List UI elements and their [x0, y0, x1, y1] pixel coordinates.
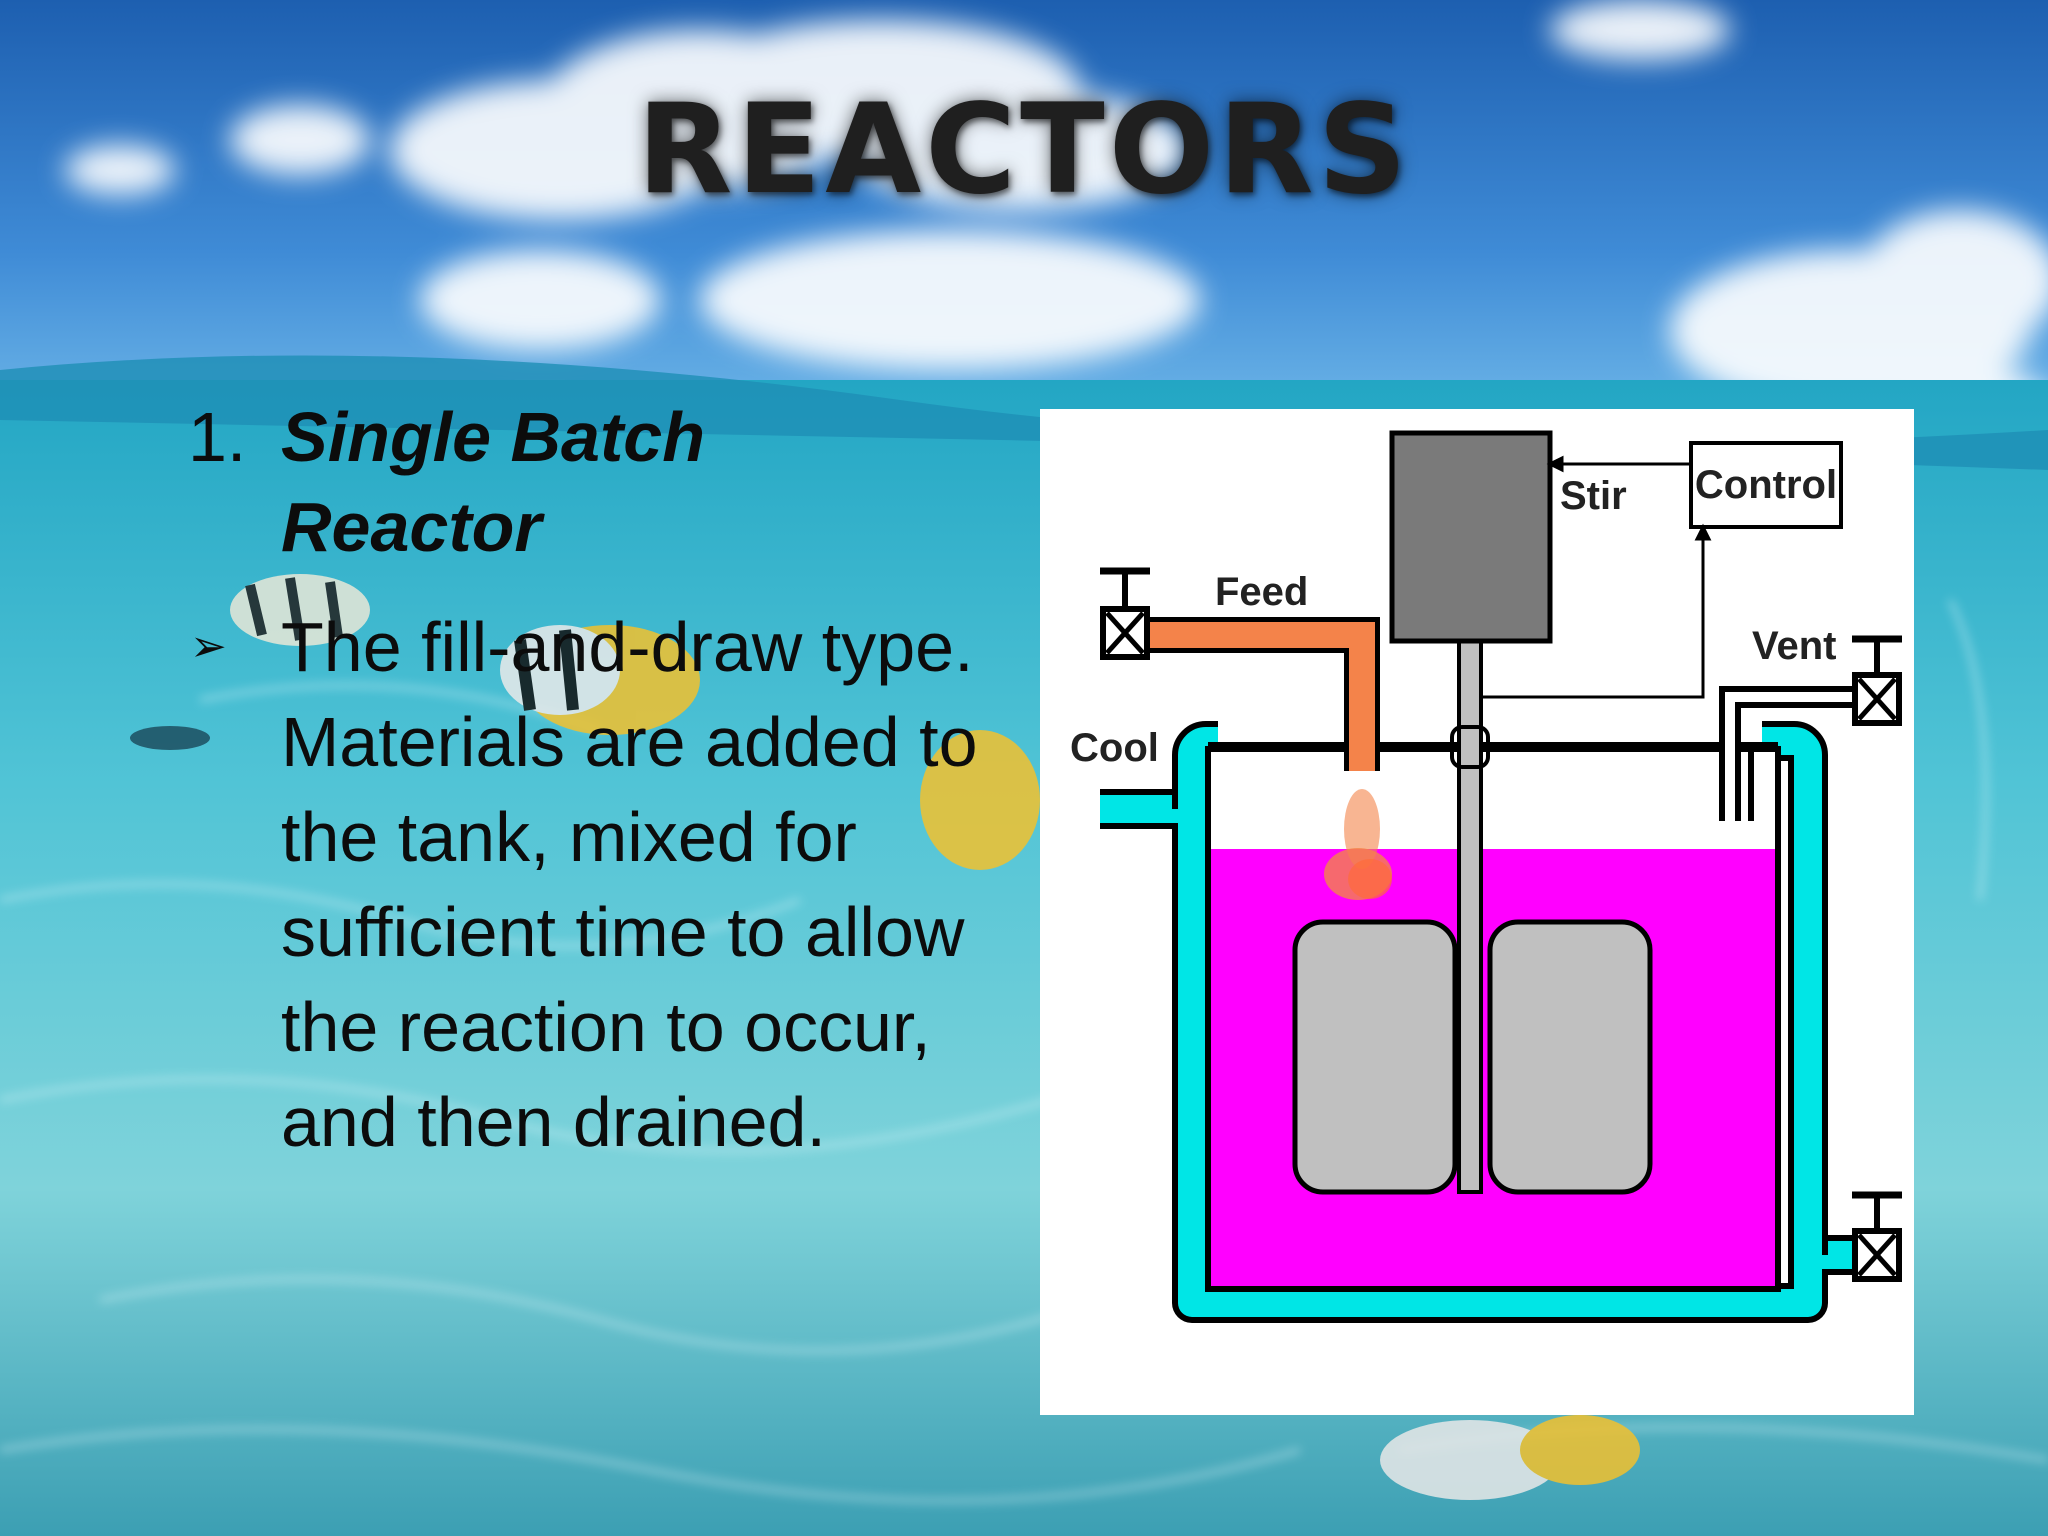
impeller-blade-right [1487, 919, 1653, 1195]
feed-pipe [1125, 617, 1380, 771]
cool-label: Cool [1070, 726, 1159, 770]
vent-pipe [1719, 686, 1875, 821]
arrow-bullet-icon: ➢ [190, 622, 227, 671]
batch-reactor-diagram: Control Stir Feed Vent Cool [1040, 409, 1914, 1415]
feed-spray [1324, 789, 1392, 900]
list-number: 1. [188, 398, 247, 476]
feed-label: Feed [1215, 570, 1308, 614]
stirrer-motor [1389, 430, 1553, 644]
valve-drain [1852, 1191, 1902, 1282]
control-label: Control [1695, 463, 1837, 507]
reactor-type-heading: Single Batch Reactor [281, 398, 705, 566]
stir-label: Stir [1560, 474, 1627, 518]
stirrer-shaft [1457, 632, 1483, 1194]
control-box: Control [1689, 441, 1843, 529]
impeller-blade-left [1292, 919, 1458, 1195]
vent-label: Vent [1752, 624, 1836, 668]
description-text: The fill-and-draw type. Materials are ad… [281, 608, 978, 1161]
impellers [1292, 919, 1653, 1195]
valve-feed [1100, 567, 1150, 660]
valve-vent [1852, 635, 1902, 726]
signal-lines [1483, 455, 1712, 699]
cooling-jacket [1100, 721, 1867, 1323]
slide-title: REACTORS [637, 78, 1411, 222]
